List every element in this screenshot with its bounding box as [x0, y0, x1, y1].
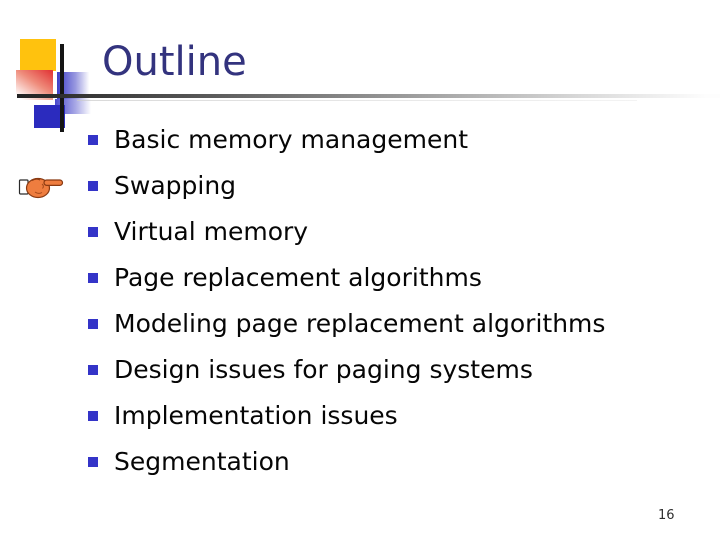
accent-blue-square: [34, 105, 65, 128]
accent-yellow-square: [20, 39, 56, 71]
bullet-square-icon: [88, 181, 98, 191]
list-item-label: Segmentation: [114, 446, 290, 476]
list-item: Basic memory management: [86, 116, 605, 162]
bullet-list: Basic memory management Swapping Virtual…: [86, 116, 605, 484]
list-item: Implementation issues: [86, 392, 605, 438]
bullet-square-icon: [88, 135, 98, 145]
list-item: Virtual memory: [86, 208, 605, 254]
list-item-label: Page replacement algorithms: [114, 262, 482, 292]
bullet-square-icon: [88, 457, 98, 467]
page-number: 16: [658, 508, 675, 523]
pointing-hand-icon: [18, 177, 64, 199]
list-item-label: Virtual memory: [114, 216, 309, 246]
list-item: Design issues for paging systems: [86, 346, 605, 392]
bullet-square-icon: [88, 227, 98, 237]
list-item: Segmentation: [86, 438, 605, 484]
list-item-label: Design issues for paging systems: [114, 354, 533, 384]
page-title: Outline: [102, 39, 247, 85]
list-item: Page replacement algorithms: [86, 254, 605, 300]
list-item: Swapping: [86, 162, 605, 208]
list-item: Modeling page replacement algorithms: [86, 300, 605, 346]
list-item-label: Basic memory management: [114, 124, 469, 154]
list-item-label: Swapping: [114, 170, 237, 200]
title-underline-rule: [17, 94, 720, 101]
bullet-square-icon: [88, 319, 98, 329]
bullet-square-icon: [88, 273, 98, 283]
accent-vertical-line: [60, 44, 64, 132]
list-item-label: Implementation issues: [114, 400, 398, 430]
list-item-label: Modeling page replacement algorithms: [114, 308, 606, 338]
bullet-square-icon: [88, 411, 98, 421]
bullet-square-icon: [88, 365, 98, 375]
